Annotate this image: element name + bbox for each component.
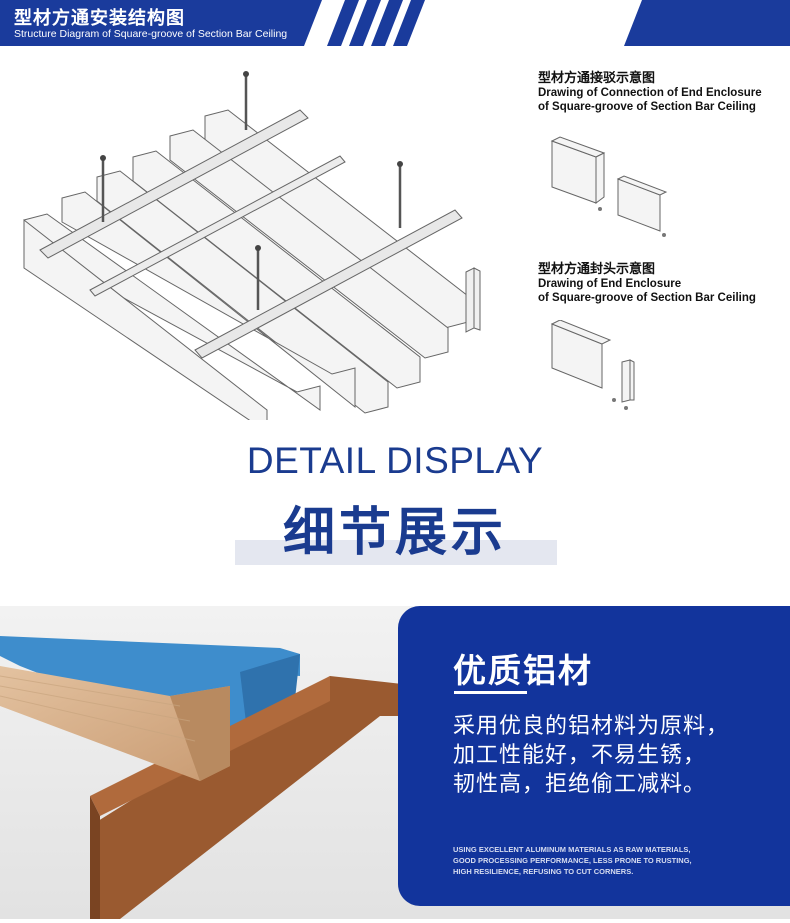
detail-heading-en: DETAIL DISPLAY [246, 440, 544, 481]
feature-body-line-3: 韧性高，拒绝偷工减料。 [453, 772, 707, 797]
connection-caption-cn: 型材方通接驳示意图 [538, 71, 656, 86]
connection-drawing [550, 136, 668, 237]
detail-heading-bar [235, 540, 557, 565]
connection-caption-en2: of Square-groove of Section Bar Ceiling [538, 101, 756, 113]
header-banner-shape [0, 0, 790, 46]
feature-title-underline [454, 691, 527, 694]
feature-english-line-3: HIGH RESILIENCE, REFUSING TO CUT CORNERS… [453, 867, 634, 876]
header-title: 型材方通安装结构图 [14, 8, 185, 29]
feature-body-line-2: 加工性能好，不易生锈， [453, 743, 707, 768]
end-enclosure-drawing [550, 320, 635, 410]
feature-english: USING EXCELLENT ALUMINUM MATERIALS AS RA… [453, 844, 692, 877]
connection-caption: 型材方通接驳示意图 Drawing of Connection of End E… [538, 72, 762, 114]
aluminum-bars-illustration [0, 636, 420, 919]
end-enclosure-caption: 型材方通封头示意图 Drawing of End Enclosure of Sq… [538, 263, 756, 305]
feature-body-line-1: 采用优良的铝材料为原料， [453, 714, 730, 739]
detail-heading-cn: 细节展示 [282, 503, 507, 563]
header-subtitle: Structure Diagram of Square-groove of Se… [14, 28, 288, 40]
end-enclosure-caption-en2: of Square-groove of Section Bar Ceiling [538, 292, 756, 304]
header-banner: 型材方通安装结构图 Structure Diagram of Square-gr… [0, 0, 790, 46]
feature-body: 采用优良的铝材料为原料， 加工性能好，不易生锈， 韧性高，拒绝偷工减料。 [453, 712, 729, 799]
connection-caption-en1: Drawing of Connection of End Enclosure [538, 87, 762, 99]
end-enclosure-caption-en1: Drawing of End Enclosure [538, 278, 682, 290]
end-enclosure-caption-cn: 型材方通封头示意图 [538, 262, 656, 277]
feature-title: 优质铝材 [453, 651, 593, 690]
feature-panel: 优质铝材 采用优良的铝材料为原料， 加工性能好，不易生锈， 韧性高，拒绝偷工减料… [398, 606, 790, 906]
feature-english-line-1: USING EXCELLENT ALUMINUM MATERIALS AS RA… [453, 845, 691, 854]
feature-english-line-2: GOOD PROCESSING PERFORMANCE, LESS PRONE … [453, 856, 692, 865]
ceiling-structure-diagram [23, 71, 481, 420]
